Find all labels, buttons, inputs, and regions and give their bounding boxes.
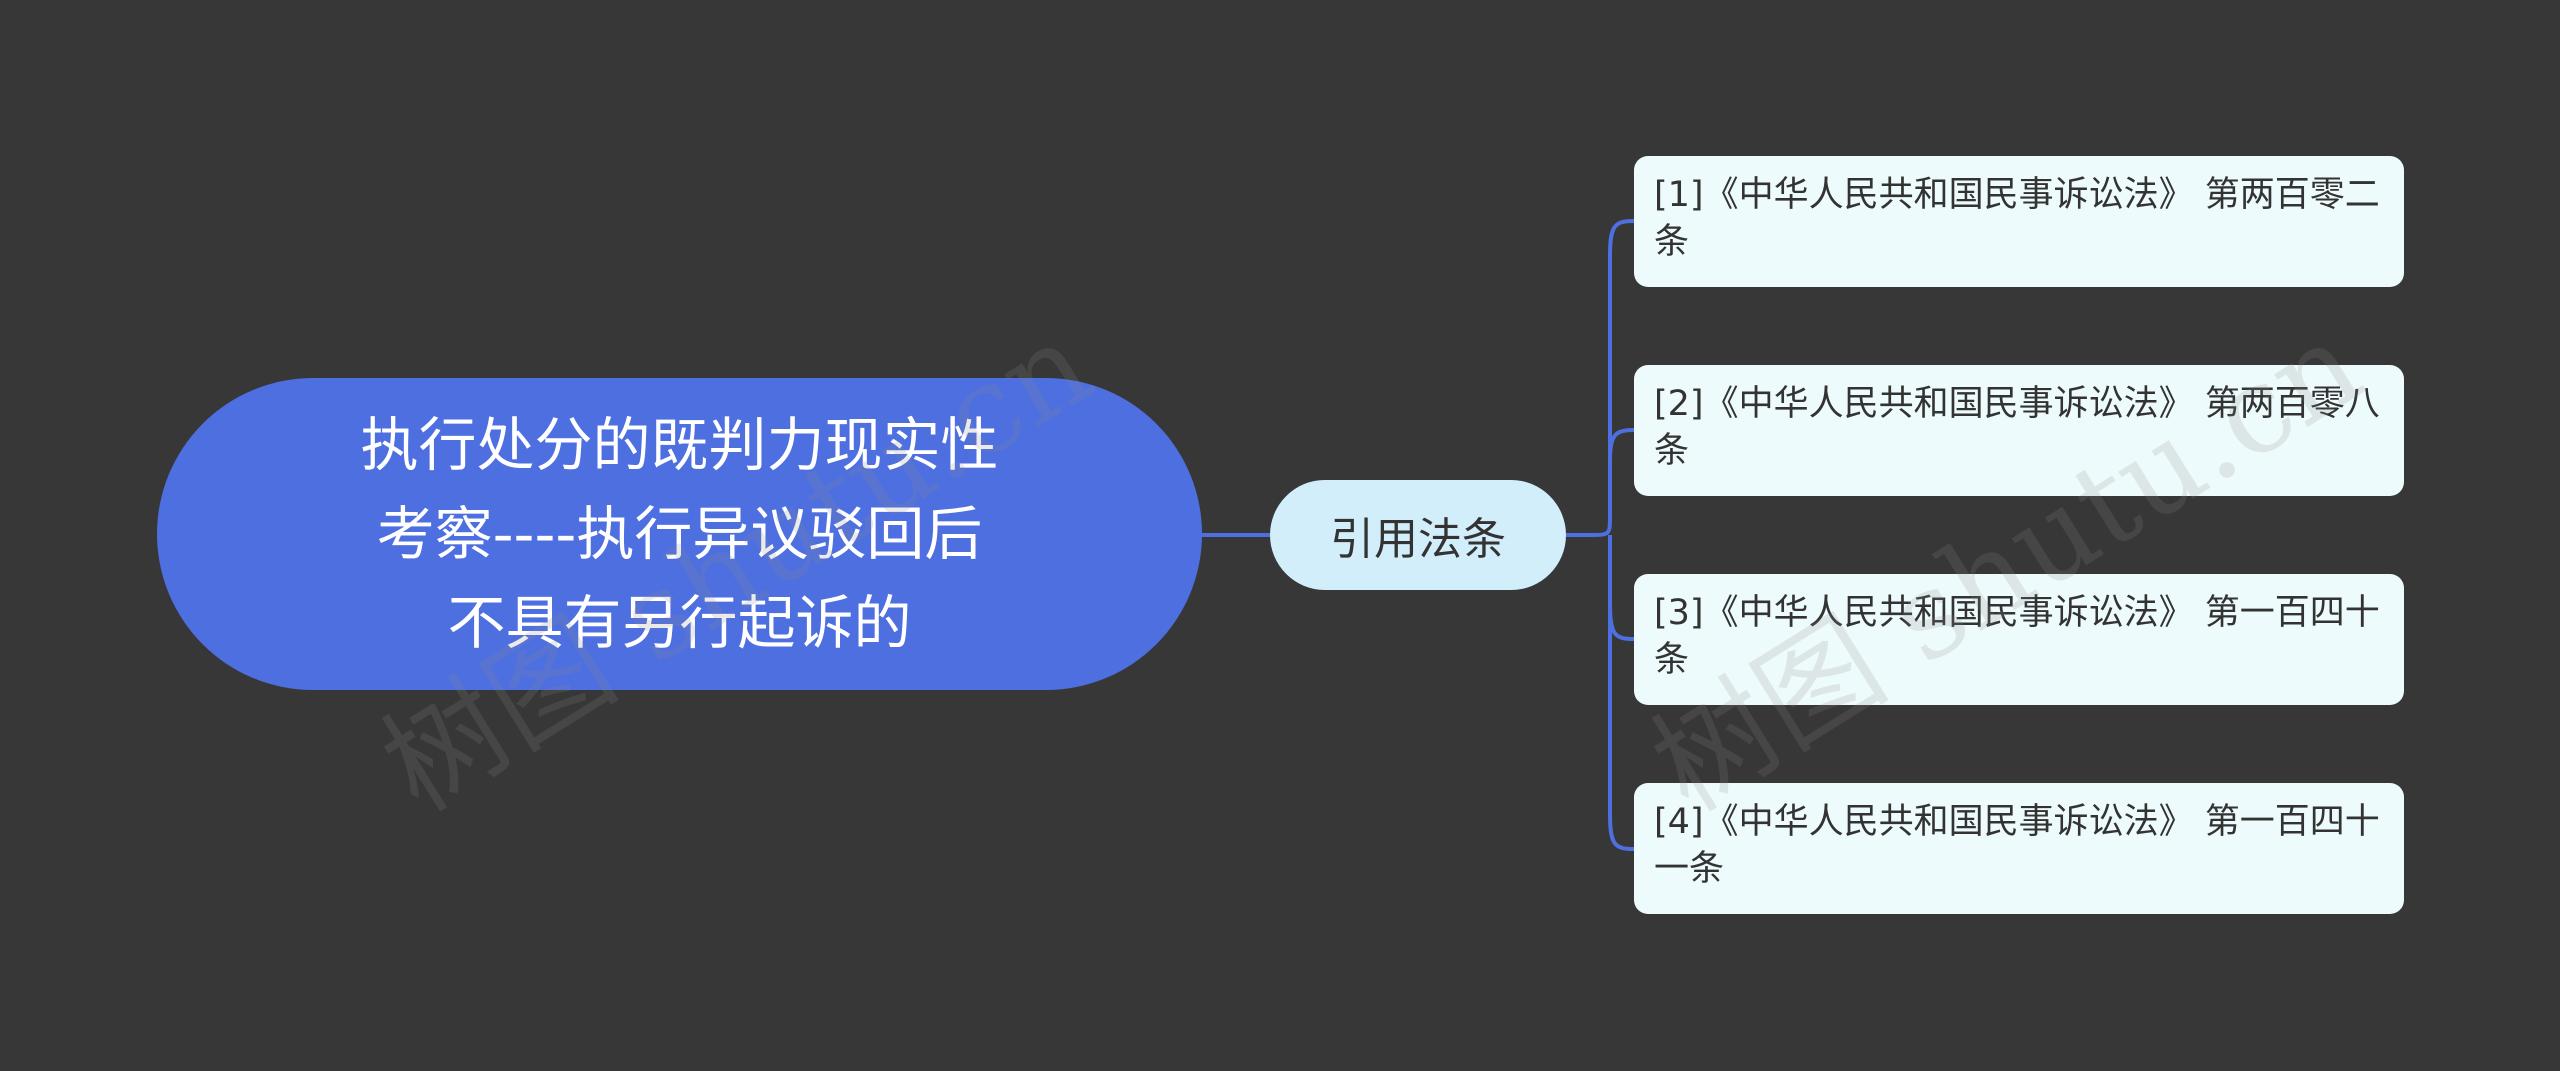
leaf-topic-label: [2]《中华人民共和国民事诉讼法》 第两百零八条 bbox=[1654, 384, 2380, 471]
leaf-topic-node-1[interactable]: [1]《中华人民共和国民事诉讼法》 第两百零二条 bbox=[1634, 156, 2404, 287]
branch-topic-label: 引用法条 bbox=[1330, 514, 1506, 565]
leaf-topic-label: [4]《中华人民共和国民事诉讼法》 第一百四十一条 bbox=[1654, 802, 2380, 889]
root-topic-node[interactable]: 执行处分的既判力现实性 考察----执行异议驳回后 不具有另行起诉的 bbox=[157, 378, 1202, 690]
branch-to-leaf-4-connector bbox=[1608, 555, 1635, 851]
leaf-topic-label: [3]《中华人民共和国民事诉讼法》 第一百四十条 bbox=[1654, 593, 2380, 680]
leaf-topic-node-4[interactable]: [4]《中华人民共和国民事诉讼法》 第一百四十一条 bbox=[1634, 783, 2404, 914]
root-topic-label: 执行处分的既判力现实性 考察----执行异议驳回后 不具有另行起诉的 bbox=[360, 410, 999, 657]
branch-topic-node[interactable]: 引用法条 bbox=[1270, 480, 1566, 590]
leaf-topic-node-3[interactable]: [3]《中华人民共和国民事诉讼法》 第一百四十条 bbox=[1634, 574, 2404, 705]
branch-to-leaf-1-connector bbox=[1566, 219, 1635, 537]
leaf-topic-node-2[interactable]: [2]《中华人民共和国民事诉讼法》 第两百零八条 bbox=[1634, 365, 2404, 496]
branch-to-leaf-2-connector bbox=[1608, 428, 1635, 470]
leaf-topic-label: [1]《中华人民共和国民事诉讼法》 第两百零二条 bbox=[1654, 175, 2380, 262]
branch-to-leaf-3-connector bbox=[1608, 535, 1635, 641]
